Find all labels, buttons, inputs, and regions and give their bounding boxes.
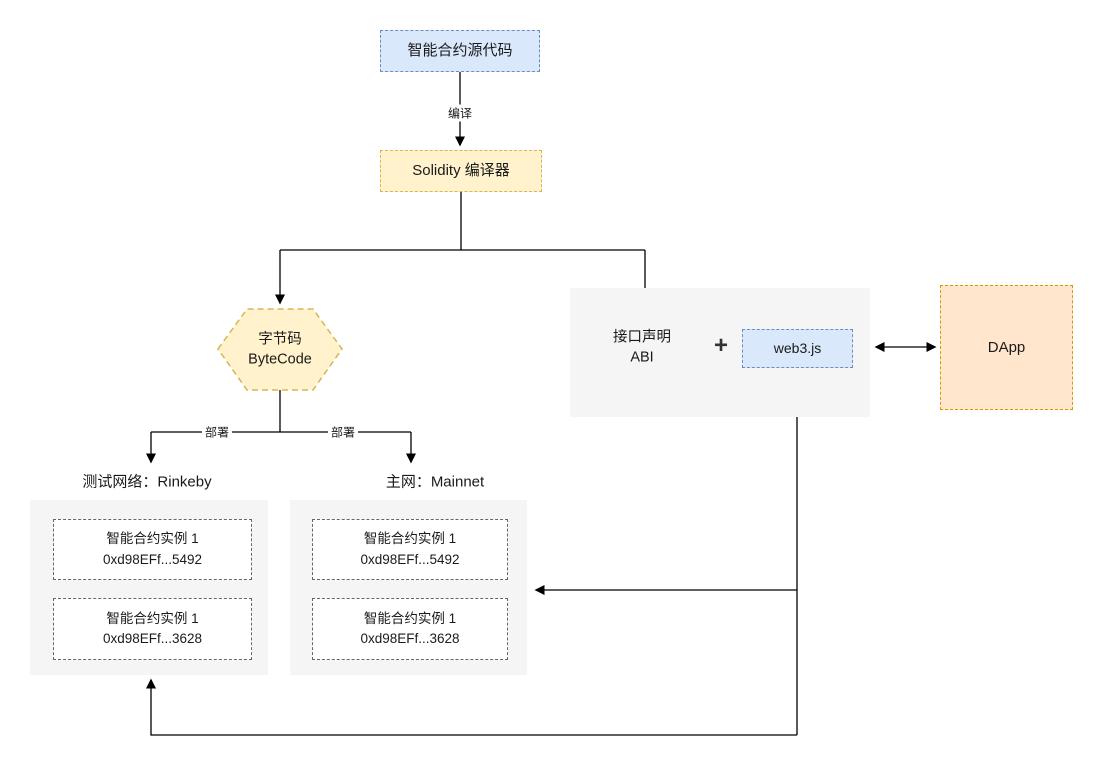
node-bytecode-hexagon (217, 308, 343, 391)
abi-label-zh: 接口声明 (613, 329, 671, 346)
plus-sign: + (713, 332, 729, 359)
testnet-instance-1: 智能合约实例 1 0xd98EFf...5492 (53, 519, 252, 580)
instance-name: 智能合约实例 1 (106, 531, 199, 547)
mainnet-title: 主网：Mainnet (385, 473, 485, 491)
mainnet-instance-1: 智能合约实例 1 0xd98EFf...5492 (312, 519, 508, 580)
edge-deploy-label-right: 部署 (327, 423, 359, 441)
bytecode-label: 字节码 ByteCode (248, 330, 312, 371)
testnet-instance-2: 智能合约实例 1 0xd98EFf...3628 (53, 598, 252, 660)
instance-address: 0xd98EFf...3628 (360, 631, 460, 646)
web3js-label: web3.js (773, 340, 822, 357)
edge-compiler-split (280, 192, 645, 251)
testnet-title: 测试网络：Rinkeby (82, 473, 212, 491)
instance-name: 智能合约实例 1 (106, 610, 199, 626)
dapp-label: DApp (987, 338, 1026, 356)
bytecode-label-zh: 字节码 (258, 331, 302, 348)
instance-address: 0xd98EFf...5492 (360, 551, 460, 567)
abi-label: 接口声明 ABI (613, 328, 671, 369)
node-web3js: web3.js (742, 329, 853, 368)
instance-address: 0xd98EFf...5492 (102, 551, 203, 567)
source-code-label: 智能合约源代码 (407, 42, 513, 60)
solidity-compiler-label: Solidity 编译器 (412, 162, 510, 180)
edge-deploy-label-left: 部署 (201, 423, 233, 441)
mainnet-instance-2: 智能合约实例 1 0xd98EFf...3628 (312, 598, 508, 660)
bytecode-label-en: ByteCode (248, 352, 312, 368)
instance-address: 0xd98EFf...3628 (102, 631, 203, 646)
node-solidity-compiler: Solidity 编译器 (380, 150, 542, 192)
edge-loop-to-testnet (146, 678, 797, 736)
node-source-code: 智能合约源代码 (380, 30, 540, 72)
edge-compile-label: 编译 (444, 104, 476, 122)
edge-deploy-split (151, 390, 411, 433)
node-dapp: DApp (940, 285, 1073, 410)
instance-name: 智能合约实例 1 (363, 531, 457, 547)
instance-name: 智能合约实例 1 (363, 610, 457, 626)
abi-label-en: ABI (630, 350, 654, 366)
